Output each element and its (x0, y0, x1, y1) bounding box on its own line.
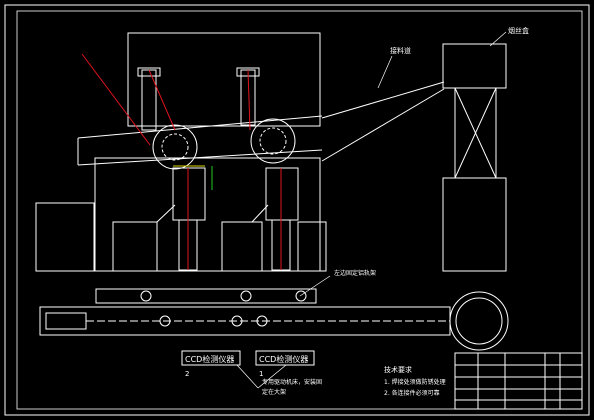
lower-left-box (112, 221, 158, 272)
bolt-5 (231, 315, 243, 327)
upper-body (94, 157, 321, 272)
main-frame (127, 32, 321, 127)
plan-wheel-inner (455, 297, 503, 345)
requirement-1: 1. 焊接处须做防锈处理 (384, 378, 446, 386)
chute-label: 接料道 (390, 46, 411, 55)
ccd-label-1: CCD检测仪器 (185, 354, 234, 364)
title-block (454, 352, 583, 410)
install-note-line-2: 定在大架 (262, 388, 286, 396)
bolt-2 (240, 290, 252, 302)
leader-rail (299, 275, 331, 297)
bolt-3 (295, 290, 307, 302)
bolt-6 (256, 315, 268, 327)
chute-top (321, 81, 445, 119)
right-disc-outer (250, 118, 296, 164)
red-centerline-2 (247, 69, 251, 131)
rail-left-end (45, 312, 87, 330)
inner-border (16, 10, 583, 410)
hopper-label: 烟丝盒 (508, 26, 529, 35)
left-disc-outer (152, 124, 198, 170)
right-lower-housing (265, 167, 299, 221)
left-upper-shaft (141, 69, 157, 131)
left-disc-inner (161, 133, 189, 161)
index-label-2: 1 (259, 370, 263, 378)
right-bracket (251, 204, 269, 223)
bolt-4 (159, 315, 171, 327)
install-note-line-1: 专用驱动机床，安装固 (262, 378, 322, 386)
left-upper-cap (137, 67, 161, 77)
left-lower-housing (172, 167, 206, 221)
beam-bottom (77, 149, 323, 166)
red-leader (81, 53, 151, 146)
requirement-2: 2. 各连接件必须可靠 (384, 389, 440, 397)
ccd-label-2: CCD检测仪器 (259, 354, 308, 364)
plan-wheel-outer (449, 291, 509, 351)
red-centerline-1 (148, 69, 176, 131)
leader-hopper (489, 31, 507, 47)
right-support-box (297, 221, 327, 272)
leader-ccd (257, 364, 287, 389)
bolt-1 (140, 290, 152, 302)
rail-note: 左边固定铝轨架 (334, 269, 376, 277)
requirements-title: 技术要求 (384, 365, 412, 374)
lower-right-box (221, 221, 263, 272)
rail-top (95, 288, 317, 304)
leader-note (236, 364, 259, 389)
left-small-box (35, 202, 95, 272)
ccd-box-1 (181, 350, 241, 366)
beam-top (77, 115, 323, 139)
index-label-1: 2 (185, 370, 189, 378)
hopper-base (442, 177, 507, 272)
outer-border (4, 4, 590, 416)
right-disc-inner (259, 127, 287, 155)
hopper-brace-2 (454, 87, 497, 179)
left-bracket (156, 204, 176, 223)
ccd-box-2 (255, 350, 315, 366)
leader-chute (377, 55, 393, 89)
hopper-box (442, 43, 507, 89)
chute-bottom (321, 88, 445, 162)
